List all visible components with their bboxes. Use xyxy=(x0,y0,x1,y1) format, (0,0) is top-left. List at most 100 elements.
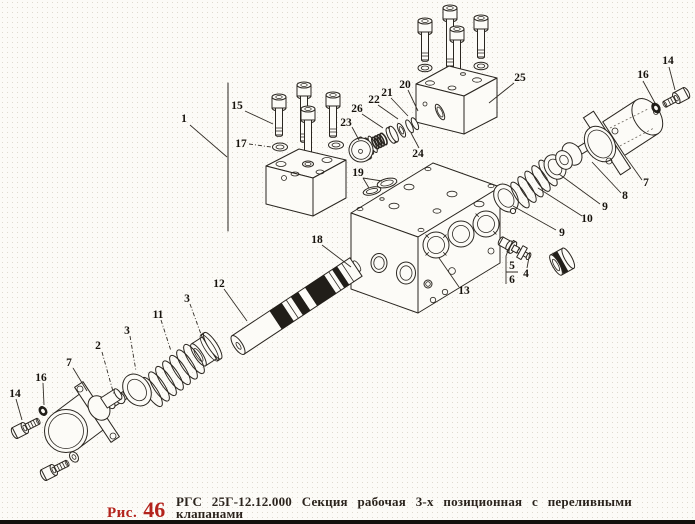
leader-9b xyxy=(558,173,601,205)
callout-6: 6 xyxy=(509,274,515,286)
callout-11: 11 xyxy=(153,309,164,321)
callout-1: 1 xyxy=(181,113,187,125)
callout-15: 15 xyxy=(231,100,243,112)
valve-seat-cup xyxy=(549,247,576,276)
leader-8 xyxy=(591,161,622,194)
caption-line-2: клапанами xyxy=(176,505,244,521)
callout-19: 19 xyxy=(352,167,364,179)
callout-2: 2 xyxy=(95,340,101,352)
callout-26: 26 xyxy=(351,103,363,115)
leader-3a xyxy=(129,335,137,372)
bushing-3b xyxy=(190,331,223,367)
washer-22 xyxy=(385,125,399,144)
figure-label: Рис. 46 xyxy=(107,497,165,523)
spring-11 xyxy=(141,343,205,408)
ring-21 xyxy=(396,122,407,138)
callout-9a: 9 xyxy=(559,227,565,239)
callout-25: 25 xyxy=(514,72,526,84)
leader-5-6 xyxy=(505,247,518,284)
caption-line-1: РГС 25Г-12.12.000 Секция рабочая 3-х поз… xyxy=(176,494,632,509)
flange-hole xyxy=(76,385,84,393)
washer-17 xyxy=(272,142,288,152)
callout-4: 4 xyxy=(523,268,529,280)
flange-hole xyxy=(605,157,613,165)
leader-16-right xyxy=(642,80,656,104)
leader-14-left xyxy=(15,398,23,421)
callout-3b: 3 xyxy=(184,293,190,305)
flange-hole xyxy=(611,127,619,135)
figure-label-prefix: Рис. xyxy=(107,505,138,521)
callout-7-right: 7 xyxy=(643,177,649,189)
page-bottom-rule xyxy=(0,520,695,524)
callout-16-left: 16 xyxy=(35,372,47,384)
bolt-15 xyxy=(271,93,287,137)
leader-1 xyxy=(189,124,228,158)
callout-labels: 1 15 17 23 26 22 21 20 2 4 25 19 18 13 12… xyxy=(9,55,674,400)
leader-22 xyxy=(377,104,399,120)
leader-16-left xyxy=(42,382,45,406)
callout-12: 12 xyxy=(213,278,225,290)
leader-21 xyxy=(390,97,409,117)
callout-17: 17 xyxy=(235,138,247,150)
washer-16-left xyxy=(38,406,48,416)
cap-23 xyxy=(348,137,374,163)
callout-16-right: 16 xyxy=(637,69,649,81)
leader-24 xyxy=(410,132,420,149)
end-cap-7-left xyxy=(44,381,123,463)
leader-7-right xyxy=(624,155,643,181)
washer-16-right xyxy=(651,102,661,114)
leader-13 xyxy=(438,257,460,288)
overflow-valve-assembly xyxy=(348,117,420,163)
callout-13: 13 xyxy=(458,285,470,297)
spring-26 xyxy=(370,132,388,150)
leader-19 xyxy=(362,177,383,189)
pin xyxy=(509,207,517,215)
callout-21: 21 xyxy=(381,87,393,99)
washer-right-1 xyxy=(417,63,433,73)
callout-22: 22 xyxy=(368,94,380,106)
callout-23: 23 xyxy=(340,117,352,129)
callout-5: 5 xyxy=(509,260,515,272)
leader-lines xyxy=(15,66,676,421)
rings-20 xyxy=(405,117,420,134)
callout-14-left: 14 xyxy=(9,388,21,400)
o-ring-19b xyxy=(376,177,398,189)
callout-20: 20 xyxy=(399,79,411,91)
figure-caption: РГС 25Г-12.12.000 Секция рабочая 3-х поз… xyxy=(176,494,632,521)
ring-3a xyxy=(122,373,152,407)
bolt-14-lower xyxy=(39,459,70,481)
callout-7-left: 7 xyxy=(66,357,72,369)
callout-9b: 9 xyxy=(602,201,608,213)
leader-10 xyxy=(537,187,583,217)
cover-block-25 xyxy=(415,65,498,135)
figure-label-number: 46 xyxy=(143,497,166,522)
valve-block-13 xyxy=(350,162,501,314)
spool-12 xyxy=(230,257,363,355)
leader-20 xyxy=(407,89,419,112)
callout-8: 8 xyxy=(622,190,628,202)
leader-23 xyxy=(351,126,360,141)
leader-3b xyxy=(189,303,203,338)
leader-25 xyxy=(488,82,515,104)
leader-15 xyxy=(244,110,274,125)
check-valve-4 xyxy=(497,236,532,261)
leader-7-left xyxy=(72,367,88,392)
callout-18: 18 xyxy=(311,234,323,246)
leader-12 xyxy=(223,288,248,322)
callout-10: 10 xyxy=(581,213,593,225)
leader-11 xyxy=(160,319,172,352)
leader-26 xyxy=(361,113,384,129)
leader-9a xyxy=(512,205,557,231)
leader-18 xyxy=(321,244,352,268)
o-ring-19a xyxy=(362,186,382,196)
bolt-cover-left-right xyxy=(325,91,341,138)
callout-3a: 3 xyxy=(124,325,130,337)
end-cap-7-right xyxy=(583,98,664,176)
bolt-cover-right-4 xyxy=(473,14,489,59)
washer-right-4 xyxy=(473,61,489,71)
bolt-cover-right-1 xyxy=(417,17,433,62)
leader-4 xyxy=(526,251,531,269)
leader-14-right xyxy=(668,66,676,91)
